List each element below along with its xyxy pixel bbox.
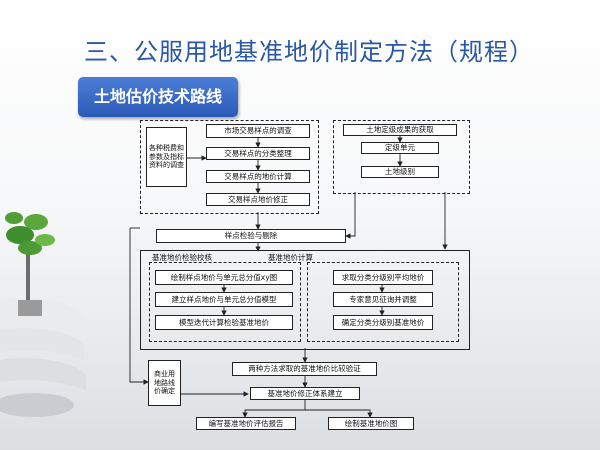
sample-sort-box: 交易样点的分类整理 (206, 147, 310, 160)
survey-box: 各种税费和参数及指标资料的调查 (146, 127, 187, 187)
correction-system-box: 基准地价修正体系建立 (250, 387, 360, 400)
grading-group (333, 120, 470, 194)
expert-adjust-box: 专家意见征询并调整 (333, 292, 433, 307)
grading-unit-box: 定级单元 (361, 142, 439, 154)
grading-results-box: 土地定级成果的获取 (343, 124, 457, 136)
compare-box: 两种方法求取的基准地价比较验证 (232, 362, 377, 376)
sample-price-box: 交易样点的地价计算 (206, 170, 310, 183)
plant-decoration (0, 212, 86, 417)
sample-check-box: 样点检验与剔除 (156, 229, 346, 243)
avg-price-box: 求取分类分级别平均地价 (333, 270, 433, 285)
slide-title: 三、公服用地基准地价制定方法（规程） (84, 38, 534, 66)
report-box: 编写基准地价评估报告 (196, 417, 296, 430)
price-map-box: 绘制基准地价图 (328, 417, 414, 430)
section-label-box: 土地估价技术路线 (78, 77, 238, 117)
market-survey-box: 市场交易样点的调查 (206, 124, 310, 138)
draw-map-box: 绘制样点地价与单元总分值xy图 (155, 270, 293, 285)
sample-group (140, 120, 319, 214)
commercial-route-box: 商业用地路线价确定 (148, 360, 181, 406)
final-price-box: 确定分类分级别基准地价 (333, 315, 433, 330)
calc-subgroup (307, 262, 459, 342)
check-subgroup (149, 262, 301, 342)
land-grade-box: 土地级别 (361, 166, 439, 178)
model-check-box: 模型迭代计算检验基准地价 (155, 315, 293, 330)
sample-correct-box: 交易样点地价修正 (206, 193, 310, 206)
calc-label: 基准地价计算 (268, 253, 313, 262)
build-model-box: 建立样点地价与单元总分值模型 (155, 292, 293, 307)
section-label: 土地估价技术路线 (93, 87, 222, 106)
check-label: 基准地价检验校核 (152, 253, 212, 262)
